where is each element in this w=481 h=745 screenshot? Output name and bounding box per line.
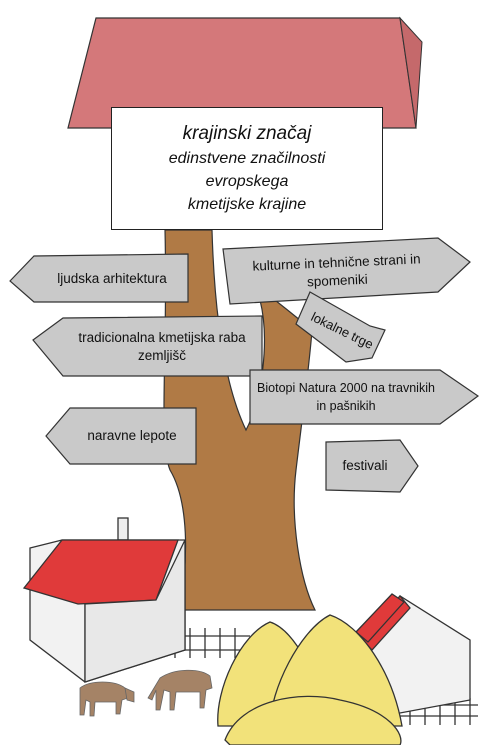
title-line4: kmetijske krajine xyxy=(187,196,307,213)
title-line1: krajinski značaj xyxy=(182,123,312,144)
title-roof xyxy=(67,16,423,129)
sign-label-biotopi-natura: Biotopi Natura 2000 na travnikih in pašn… xyxy=(257,381,435,413)
sign-label-tradicionalna-raba: tradicionalna kmetijska raba zemljišč xyxy=(78,330,246,363)
sign-label-naravne-lepote: naravne lepote xyxy=(87,428,177,443)
sign-festivali xyxy=(325,439,419,493)
sign-naravne-lepote xyxy=(45,407,197,465)
house-left xyxy=(22,517,186,683)
haystacks xyxy=(217,614,403,745)
cow-left xyxy=(79,681,135,717)
sign-lokalne-trge xyxy=(295,291,386,363)
sign-label-festivali: festivali xyxy=(342,458,388,473)
sign-tradicionalna-raba xyxy=(32,315,263,377)
sign-ljudska-arhitektura xyxy=(9,253,189,303)
sign-kulturne-spomeniki xyxy=(222,237,471,305)
title-line2: edinstvene značilnosti xyxy=(168,150,326,167)
title-line3: evropskega xyxy=(205,173,289,190)
title-box: krajinski značaj edinstvene značilnosti … xyxy=(111,107,383,230)
sign-biotopi-natura xyxy=(249,369,480,425)
sign-label-kulturne-spomeniki: kulturne in tehnične strani in spomeniki xyxy=(252,251,421,290)
sign-label-ljudska-arhitektura: ljudska arhitektura xyxy=(57,271,167,286)
cow-right xyxy=(147,669,213,711)
